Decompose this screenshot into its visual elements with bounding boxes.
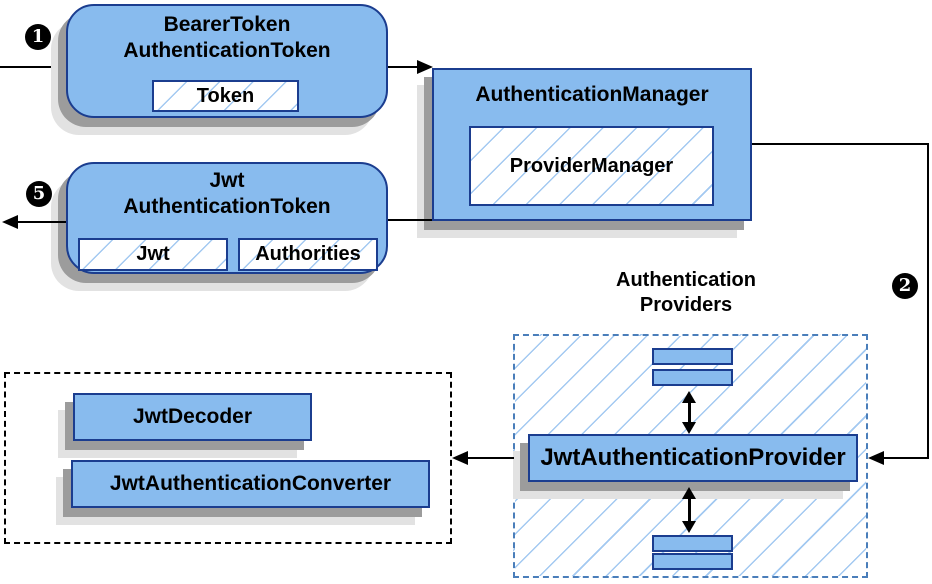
jwt-chip: Jwt — [78, 238, 228, 271]
jwt-authentication-converter-node: JwtAuthenticationConverter — [71, 460, 430, 508]
manager-to-provider-connector-bottom — [882, 457, 929, 459]
provider-to-helpers-arrowhead — [452, 451, 468, 465]
generic-provider-bar — [652, 348, 733, 365]
bidirectional-arrow-up-head — [682, 391, 696, 403]
outgoing-result-arrowhead — [2, 215, 18, 229]
providers-group-title: Authentication Providers — [561, 268, 811, 318]
bidirectional-arrow-up-head — [682, 487, 696, 499]
step-1-badge: 1 — [25, 24, 51, 50]
provider-to-helpers-line — [466, 457, 514, 459]
bearer-to-manager-arrowhead — [417, 60, 433, 74]
bidirectional-arrow-shaft — [688, 400, 691, 426]
authorities-chip: Authorities — [238, 238, 378, 271]
manager-to-provider-arrowhead — [868, 451, 884, 465]
bidirectional-arrow-shaft — [688, 496, 691, 523]
providers-group-title-line2: Providers — [639, 294, 733, 316]
bidirectional-arrow-down-head — [682, 521, 696, 533]
manager-to-jwt-token-line — [388, 219, 432, 221]
jwt-authentication-token-node: Jwt AuthenticationToken Jwt Authorities — [66, 162, 388, 274]
bearer-token-authentication-token-node: BearerToken AuthenticationToken Token — [66, 4, 388, 118]
generic-provider-bar — [652, 553, 733, 570]
jwt-token-node-title-line1: Jwt — [209, 169, 245, 192]
jwt-token-node-title-line2: AuthenticationToken — [123, 195, 331, 218]
outgoing-result-line — [12, 221, 66, 223]
jwt-decoder-node: JwtDecoder — [73, 393, 312, 441]
bearer-to-manager-line — [388, 66, 420, 68]
bidirectional-arrow-down-head — [682, 422, 696, 434]
provider-manager-chip: ProviderManager — [469, 126, 714, 206]
step-5-badge: 5 — [26, 181, 52, 207]
authentication-manager-title: AuthenticationManager — [475, 83, 709, 106]
step-2-badge: 2 — [892, 273, 918, 299]
incoming-request-line — [0, 66, 66, 68]
manager-to-provider-connector-top — [752, 143, 929, 145]
bearer-token-node-title-line1: BearerToken — [163, 13, 291, 36]
jwt-authentication-provider-node: JwtAuthenticationProvider — [528, 434, 858, 482]
providers-group-title-line1: Authentication — [616, 269, 756, 291]
manager-to-provider-connector-right — [927, 143, 929, 459]
token-chip: Token — [152, 80, 299, 112]
generic-provider-bar — [652, 369, 733, 386]
bearer-token-node-title-line2: AuthenticationToken — [123, 39, 331, 62]
authentication-manager-node: AuthenticationManager ProviderManager — [432, 68, 752, 221]
generic-provider-bar — [652, 535, 733, 552]
